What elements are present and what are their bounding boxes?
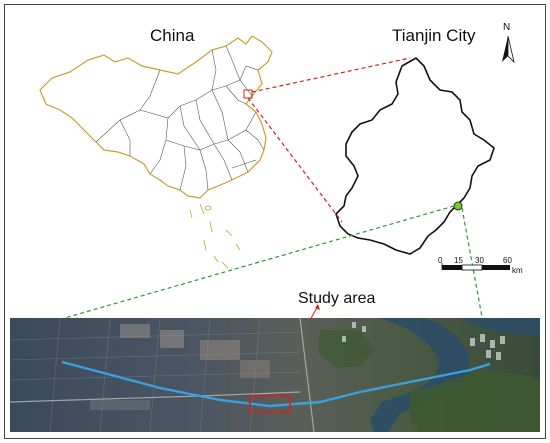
route-line bbox=[61, 360, 491, 408]
tianjin-label: Tianjin City bbox=[392, 26, 476, 45]
study-area-label: Study area bbox=[298, 290, 376, 307]
scale-tick-30: 30 bbox=[475, 256, 484, 265]
south-sea-islands bbox=[189, 203, 241, 269]
green-callouts bbox=[29, 205, 485, 329]
china-outline bbox=[39, 35, 273, 199]
study-area-image bbox=[9, 304, 540, 433]
tianjin-outline bbox=[335, 57, 495, 255]
north-arrow-icon bbox=[502, 35, 515, 64]
china-map bbox=[39, 35, 273, 269]
scale-tick-60: 60 bbox=[503, 256, 512, 265]
province-lines bbox=[95, 45, 265, 191]
north-label: N bbox=[503, 22, 511, 33]
scale-tick-15: 15 bbox=[454, 256, 463, 265]
scale-tick-0: 0 bbox=[438, 256, 443, 265]
red-callouts bbox=[247, 57, 411, 223]
study-box bbox=[249, 395, 291, 413]
china-label: China bbox=[150, 26, 195, 45]
scale-unit: km bbox=[512, 266, 523, 275]
study-point-tianjin bbox=[453, 201, 463, 211]
scale-bar bbox=[441, 263, 510, 271]
